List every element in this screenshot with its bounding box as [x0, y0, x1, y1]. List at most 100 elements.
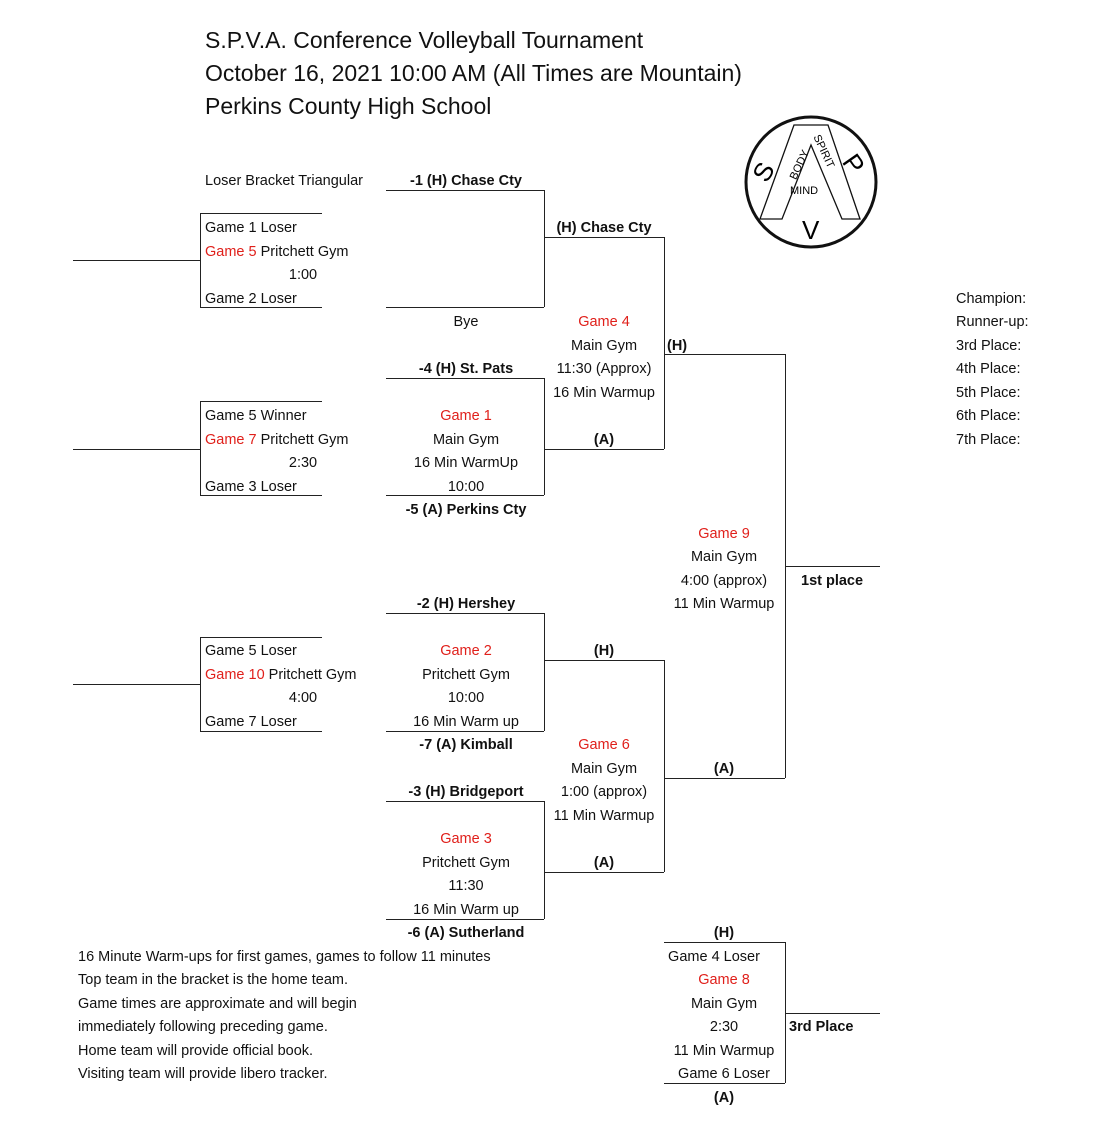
logo-letter-s: S [746, 157, 781, 187]
game4-top-line [544, 237, 664, 238]
game7-bottom-line [200, 495, 322, 496]
game7-output-line [73, 449, 200, 450]
game6-name: Game 6 [578, 737, 630, 753]
note-official-book: Home team will provide official book. [78, 1043, 314, 1059]
game3-warmup: 16 Min Warm up [413, 902, 519, 918]
game1-warmup: 16 Min WarmUp [413, 455, 519, 471]
place-7th: 7th Place: [956, 432, 1021, 448]
game6-top-line [544, 660, 664, 661]
game10-top-entry: Game 5 Loser [205, 643, 297, 659]
game2-gym: Pritchett Gym [422, 667, 510, 683]
game3-bottom-line [386, 919, 544, 920]
tournament-location: Perkins County High School [205, 93, 492, 119]
bye-label: Bye [453, 314, 479, 330]
game9-time: 4:00 (approx) [680, 573, 768, 589]
tournament-title: S.P.V.A. Conference Volleyball Tournamen… [205, 27, 644, 53]
game2-top-line [386, 613, 544, 614]
game3-name: Game 3 [440, 831, 492, 847]
tournament-date: October 16, 2021 10:00 AM (All Times are… [205, 60, 742, 86]
logo-letter-p: P [837, 148, 872, 179]
game6-bottom-line [544, 872, 664, 873]
seed-1-chase-cty: -1 (H) Chase Cty [410, 173, 522, 189]
game9-bottom-line [664, 778, 785, 779]
game6-warmup: 11 Min Warmup [553, 808, 655, 824]
game8-feed-bottom: Game 6 Loser [678, 1066, 770, 1082]
game7-gym: Pritchett Gym [256, 432, 349, 448]
game9-name: Game 9 [698, 526, 750, 542]
game10-name: Game 10 [205, 667, 265, 683]
game8-connector [785, 942, 786, 1083]
game3-connector [544, 801, 545, 919]
game7-connector [200, 401, 201, 495]
seed-4-st-pats: -4 (H) St. Pats [418, 361, 514, 377]
game5-top-line [200, 213, 322, 214]
place-champion: Champion: [956, 291, 1027, 307]
seed-3-bridgeport: -3 (H) Bridgeport [408, 784, 524, 800]
spva-logo: S P V BODY SPIRIT MIND [744, 115, 878, 249]
game5-connector [200, 213, 201, 307]
game7-label: Game 7 Pritchett Gym [205, 431, 348, 449]
game8-output-line [785, 1013, 880, 1014]
note-times-2: immediately following preceding game. [78, 1019, 328, 1035]
game9-output-line [785, 566, 880, 567]
game8-home-team: (H) [713, 925, 735, 941]
game6-away-team: (A) [593, 855, 615, 871]
game8-top-line [664, 942, 785, 943]
game10-time: 4:00 [288, 690, 318, 706]
game9-top-line [664, 354, 785, 355]
first-place-label: 1st place [801, 573, 864, 589]
game5-gym: Pritchett Gym [256, 244, 349, 260]
game1-bottom-line [386, 495, 544, 496]
seed-7-kimball: -7 (A) Kimball [419, 737, 513, 753]
game10-output-line [73, 684, 200, 685]
seed-2-hershey: -2 (H) Hershey [416, 596, 516, 612]
place-3rd: 3rd Place: [956, 338, 1022, 354]
game2-bottom-line [386, 731, 544, 732]
game10-bottom-entry: Game 7 Loser [205, 714, 297, 730]
game10-gym: Pritchett Gym [264, 667, 357, 683]
third-place-label: 3rd Place [789, 1019, 854, 1035]
place-runner-up: Runner-up: [956, 314, 1029, 330]
seed1-line [386, 190, 544, 191]
game8-warmup: 11 Min Warmup [673, 1043, 775, 1059]
game4-warmup: 16 Min Warmup [553, 385, 655, 401]
game2-time: 10:00 [447, 690, 485, 706]
game8-name: Game 8 [698, 972, 750, 988]
game5-time: 1:00 [288, 267, 318, 283]
game9-home-team: (H) [667, 338, 688, 354]
game7-top-line [200, 401, 322, 402]
game1-time: 10:00 [447, 479, 485, 495]
note-home-team: Top team in the bracket is the home team… [78, 972, 348, 988]
game5-bottom-line [200, 307, 322, 308]
game8-time: 2:30 [709, 1019, 739, 1035]
game9-gym: Main Gym [690, 549, 758, 565]
game8-away-team: (A) [713, 1090, 735, 1106]
game4-time: 11:30 (Approx) [556, 361, 652, 377]
logo-word-mind: MIND [790, 185, 818, 197]
place-6th: 6th Place: [956, 408, 1021, 424]
game4-away-team: (A) [593, 432, 615, 448]
game8-feed-top: Game 4 Loser [668, 949, 760, 965]
place-5th: 5th Place: [956, 385, 1021, 401]
seed-5-perkins-cty: -5 (A) Perkins Cty [405, 502, 527, 518]
game6-gym: Main Gym [570, 761, 638, 777]
game8-bottom-line [664, 1083, 785, 1084]
game2-warmup: 16 Min Warm up [413, 714, 519, 730]
game7-name: Game 7 [205, 432, 257, 448]
place-4th: 4th Place: [956, 361, 1021, 377]
game5-output-line [73, 260, 200, 261]
game1-connector [544, 378, 545, 495]
game7-top-entry: Game 5 Winner [205, 408, 307, 424]
game1-top-line [386, 378, 544, 379]
game6-home-team: (H) [593, 643, 615, 659]
game10-bottom-line [200, 731, 322, 732]
game3-time: 11:30 [448, 878, 484, 894]
game5-label: Game 5 Pritchett Gym [205, 243, 348, 261]
game5-name: Game 5 [205, 244, 257, 260]
game4-name: Game 4 [578, 314, 630, 330]
note-warmups: 16 Minute Warm-ups for first games, game… [78, 949, 491, 965]
bye-line [386, 307, 544, 308]
game10-top-line [200, 637, 322, 638]
game7-time: 2:30 [288, 455, 318, 471]
game5-bottom-entry: Game 2 Loser [205, 291, 297, 307]
